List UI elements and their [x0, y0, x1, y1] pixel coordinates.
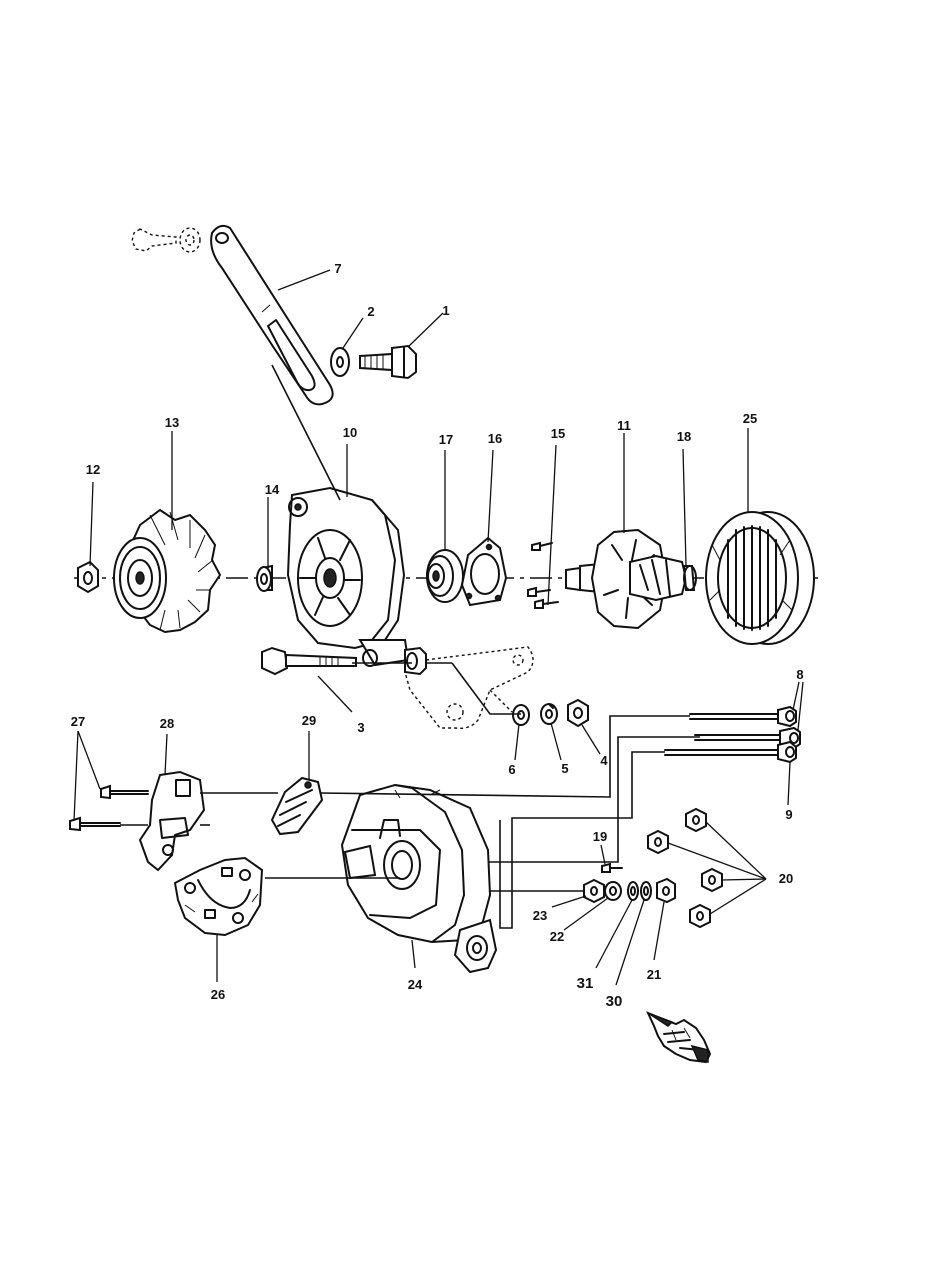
ghost-mounting-bolt [132, 228, 200, 252]
screws-15 [528, 543, 558, 608]
callout-10: 10 [343, 425, 357, 440]
callout-16: 16 [488, 431, 502, 446]
callout-2: 2 [367, 304, 374, 319]
callout-6: 6 [508, 762, 515, 777]
washer-30 [641, 882, 651, 900]
pointing-hand-icon [648, 1013, 710, 1062]
callout-7: 7 [334, 261, 341, 276]
nut-21 [657, 879, 675, 902]
drive-end-frame-10 [288, 488, 408, 666]
callout-26: 26 [211, 987, 225, 1002]
washer-2 [331, 348, 349, 376]
callout-21: 21 [647, 967, 661, 982]
brush-holder-28 [140, 772, 204, 870]
callout-24: 24 [408, 977, 423, 992]
bearing-17 [427, 550, 463, 602]
callout-4: 4 [600, 753, 608, 768]
callout-15: 15 [551, 426, 565, 441]
retainer-plate-16 [462, 538, 506, 605]
callout-20: 20 [779, 871, 793, 886]
callout-28: 28 [160, 716, 174, 731]
callout-3: 3 [357, 720, 364, 735]
diode-assembly-29 [272, 778, 322, 834]
pulley-nut-12 [78, 562, 98, 592]
through-bolts-8 [690, 707, 800, 748]
pulley-fan-13 [114, 510, 220, 632]
callout-30: 30 [606, 993, 623, 1010]
stator-25 [706, 512, 814, 644]
washer-31 [628, 882, 638, 900]
callout-13: 13 [165, 415, 179, 430]
through-bolt-9 [665, 742, 796, 762]
callout-31: 31 [577, 975, 594, 992]
callout-22: 22 [550, 929, 564, 944]
callout-5: 5 [561, 761, 568, 776]
callout-29: 29 [302, 713, 316, 728]
washer-22 [605, 882, 621, 900]
rotor-11 [566, 530, 694, 628]
adjusting-bracket [211, 226, 333, 404]
callout-12: 12 [86, 462, 100, 477]
spacer-14 [257, 566, 272, 591]
nut-4 [568, 700, 588, 726]
callout-8: 8 [796, 667, 803, 682]
lockwasher-5 [541, 704, 557, 724]
rectifier-26 [175, 858, 262, 935]
callout-1: 1 [442, 303, 449, 318]
callout-19: 19 [593, 829, 607, 844]
bolt-1 [360, 346, 416, 378]
callout-17: 17 [439, 432, 453, 447]
callout-25: 25 [743, 411, 757, 426]
screws-27 [70, 786, 148, 830]
callout-11: 11 [617, 418, 631, 433]
terminal-nut-23 [584, 880, 604, 902]
callout-14: 14 [265, 482, 280, 497]
callout-18: 18 [677, 429, 691, 444]
screw-19 [602, 864, 622, 872]
callout-27: 27 [71, 714, 85, 729]
callout-23: 23 [533, 908, 547, 923]
washer-6 [513, 705, 529, 725]
callout-9: 9 [785, 807, 792, 822]
bolt-3 [262, 648, 356, 674]
